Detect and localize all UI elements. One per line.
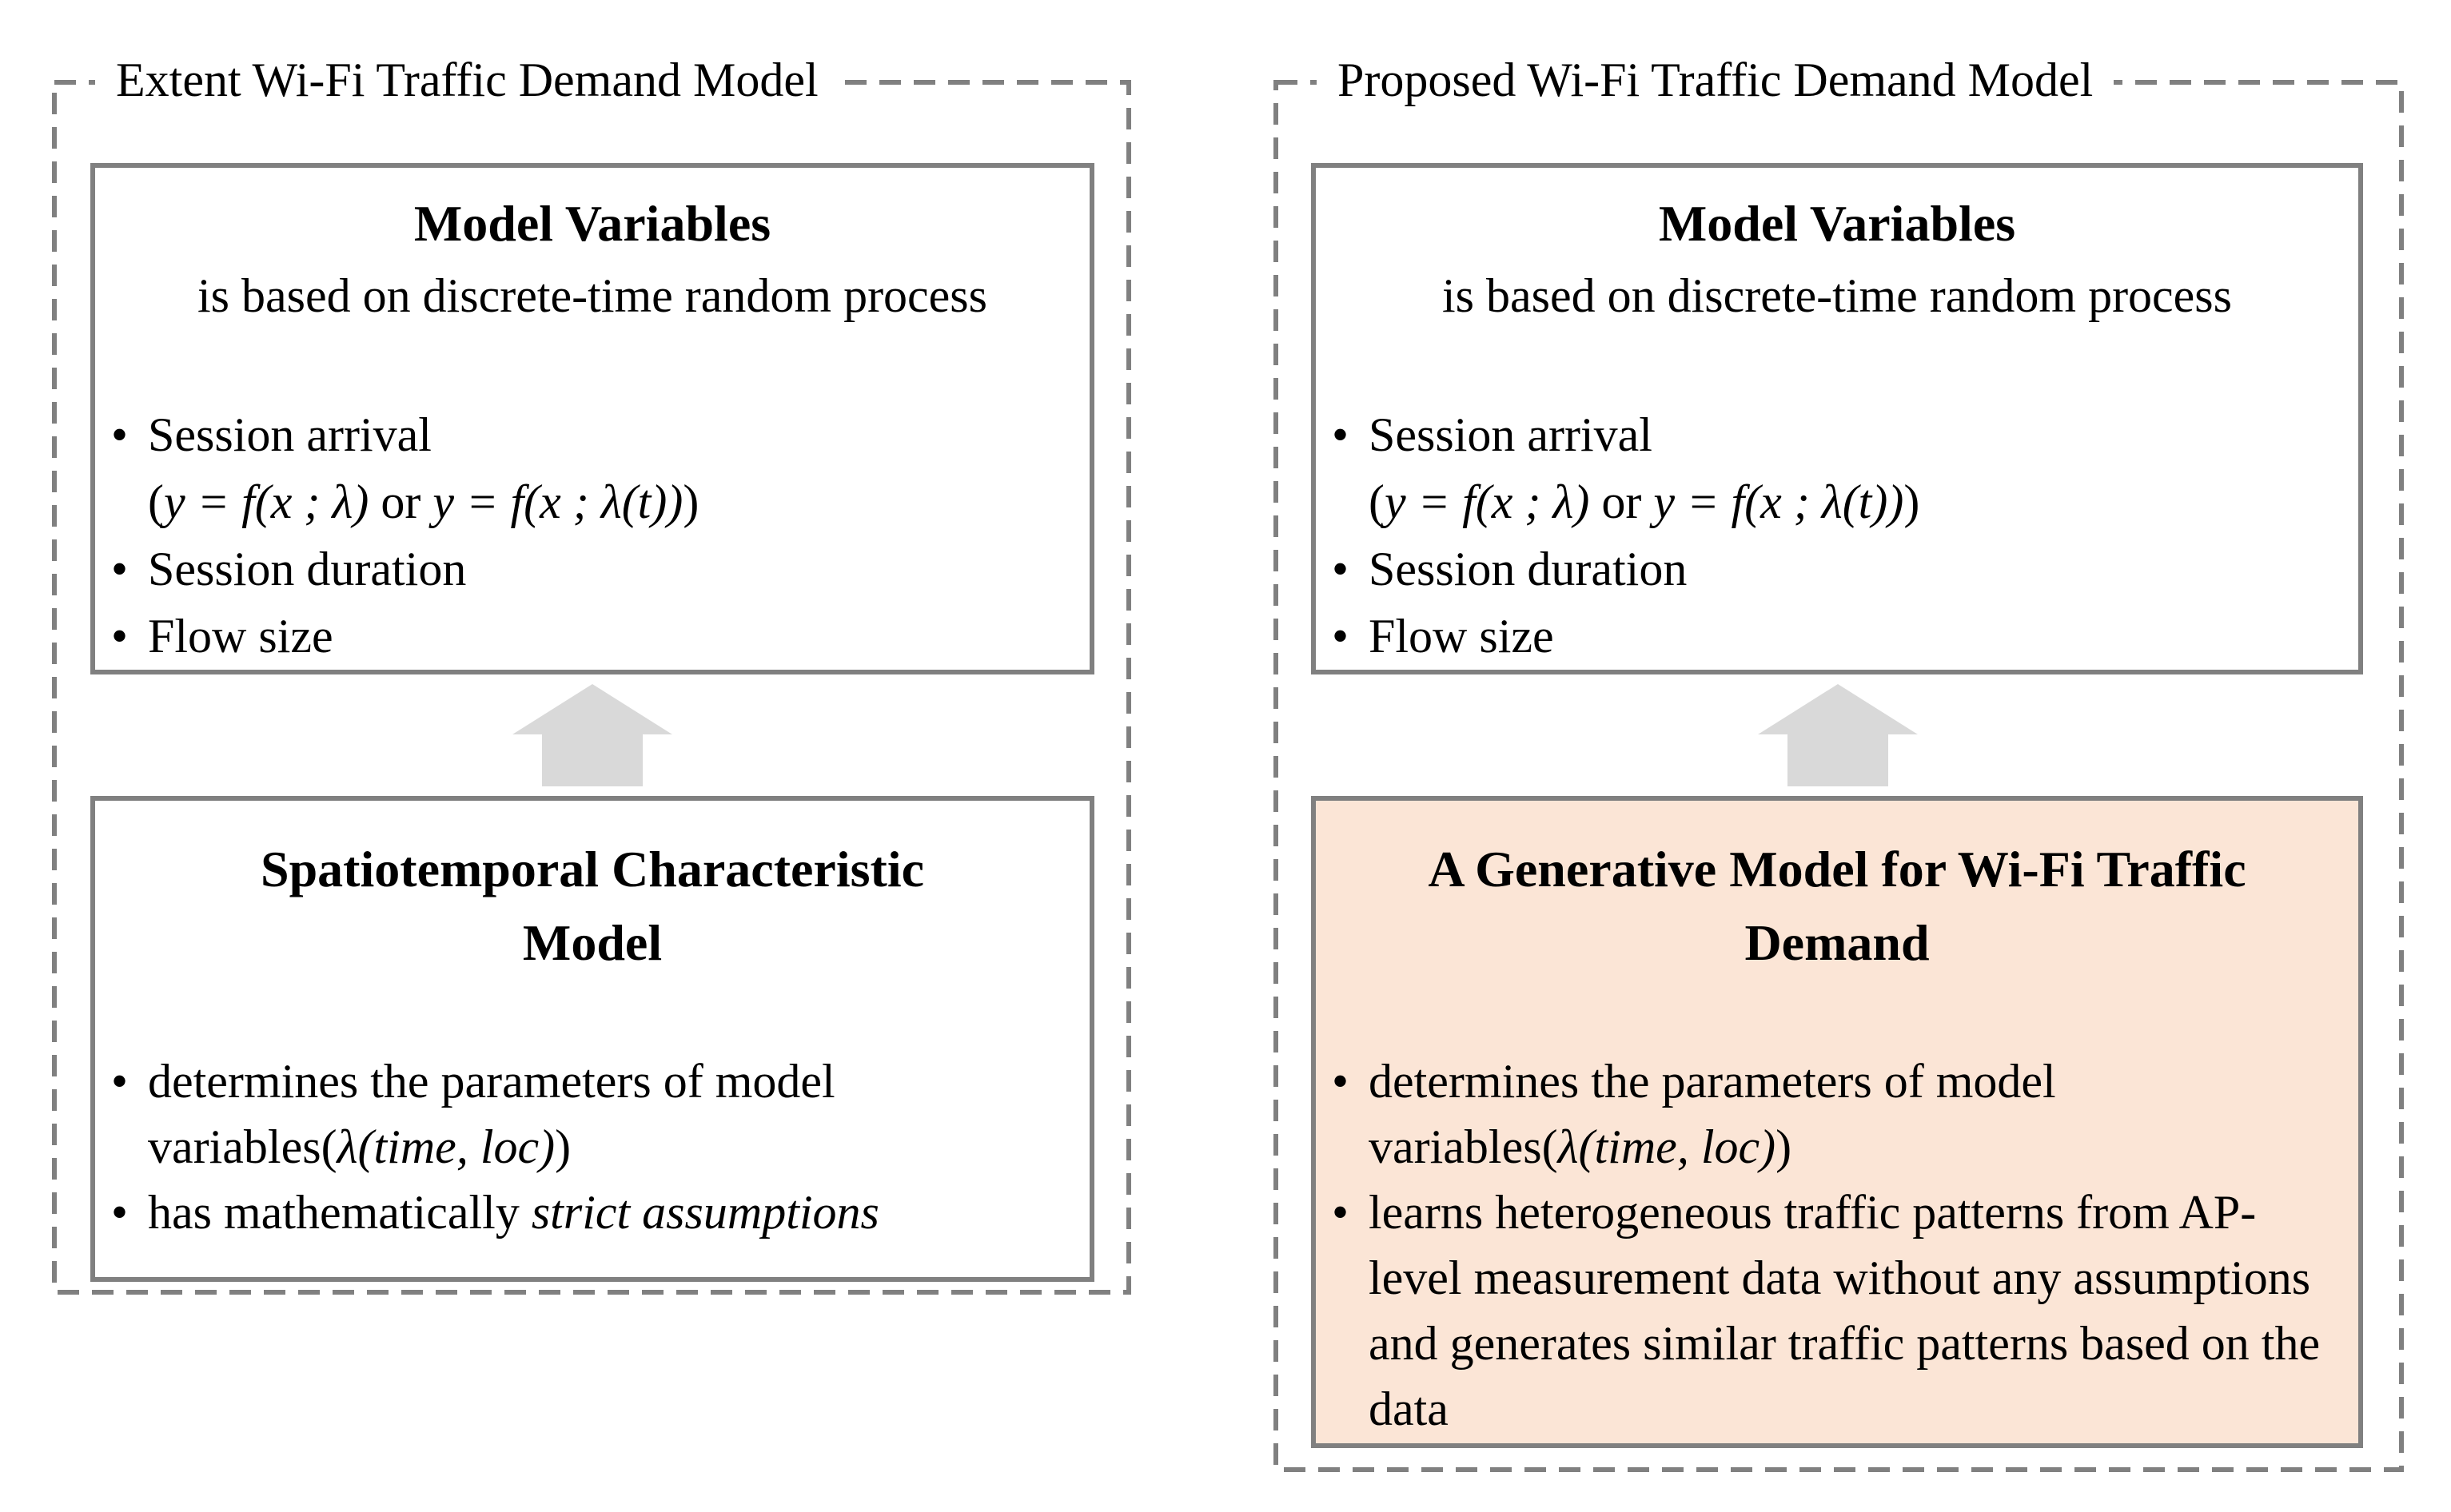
bullet-math: λ(time, loc) (1557, 1120, 1776, 1173)
bullet-label: Session arrival (1369, 408, 1652, 461)
formula-close: ) (683, 475, 699, 528)
formula-open: ( (1369, 475, 1385, 528)
bullet-item-session-arrival: • Session arrival (111, 401, 1054, 468)
panel-title-extent: Extent Wi-Fi Traffic Demand Model (95, 46, 839, 113)
formula-line: (y = f(x ; λ) or y = f(x ; λ(t))) (1332, 468, 2323, 535)
panel-title-proposed: Proposed Wi-Fi Traffic Demand Model (1317, 46, 2114, 113)
bullet-icon: • (1332, 1186, 1349, 1239)
bullet-text-suffix: ) (555, 1120, 572, 1173)
heading-line2: Model (522, 914, 663, 971)
bullet-label: Flow size (1369, 610, 1554, 662)
bullet-label: learns heterogeneous traffic patterns fr… (1369, 1186, 2321, 1435)
bullet-icon: • (1332, 610, 1349, 662)
formula-part2: y = f(x ; λ(t)) (432, 475, 683, 528)
proposed-model-panel: Proposed Wi-Fi Traffic Demand Model Mode… (1273, 46, 2404, 1472)
generative-model-box: A Generative Model for Wi-Fi Traffic Dem… (1311, 796, 2363, 1448)
bullet-icon: • (1332, 1055, 1349, 1108)
bullet-item-session-duration: • Session duration (1332, 535, 2323, 603)
bullet-text-prefix: determines the parameters of model varia… (148, 1055, 835, 1173)
heading-line2: Demand (1744, 914, 1930, 971)
box-subtitle: is based on discrete-time random process (1441, 269, 2233, 322)
bullet-icon: • (111, 610, 129, 662)
box-subtitle: is based on discrete-time random process (197, 269, 988, 322)
bullet-item-flow-size: • Flow size (111, 603, 1054, 670)
bullet-label: has mathematically strict assumptions (148, 1180, 1054, 1245)
bullet-label: Flow size (148, 610, 333, 662)
model-variables-box: Model Variables is based on discrete-tim… (1311, 163, 2363, 674)
bullet-list: • determines the parameters of model var… (1316, 1048, 2358, 1442)
bullet-item-determines-parameters: • determines the parameters of model var… (1332, 1048, 2323, 1180)
formula-part1: y = f(x ; λ) (163, 475, 369, 528)
bullet-label: Session arrival (148, 408, 432, 461)
bullet-icon: • (1332, 543, 1349, 595)
box-heading: Model Variables (1658, 195, 2016, 252)
bullet-text-prefix: determines the parameters of model varia… (1369, 1055, 2056, 1173)
bullet-item-strict-assumptions: • has mathematically strict assumptions (111, 1180, 1054, 1245)
bullet-item-flow-size: • Flow size (1332, 603, 2323, 670)
spatiotemporal-characteristic-box: Spatiotemporal Characteristic Model • de… (90, 796, 1094, 1282)
up-arrow-icon (512, 684, 672, 786)
bullet-icon: • (111, 1186, 129, 1239)
formula-part1: y = f(x ; λ) (1384, 475, 1590, 528)
bullet-label: determines the parameters of model varia… (1369, 1048, 2323, 1180)
bullet-label: Session duration (148, 543, 467, 595)
bullet-icon: • (111, 1055, 129, 1108)
formula-or: or (369, 475, 433, 528)
heading-line1: Spatiotemporal Characteristic (260, 841, 925, 897)
bullet-label: Session duration (1369, 543, 1688, 595)
box-heading: Model Variables (413, 195, 771, 252)
bullet-label: determines the parameters of model varia… (148, 1048, 1054, 1180)
model-variables-box: Model Variables is based on discrete-tim… (90, 163, 1094, 674)
formula-open: ( (148, 475, 164, 528)
up-arrow-icon (1758, 684, 1918, 786)
bullet-text-prefix: has mathematically (148, 1186, 532, 1239)
bullet-item-determines-parameters: • determines the parameters of model var… (111, 1048, 1054, 1180)
bullet-math: λ(time, loc) (337, 1120, 556, 1173)
formula-part2: y = f(x ; λ(t)) (1653, 475, 1904, 528)
formula-or: or (1589, 475, 1654, 528)
formula-line: (y = f(x ; λ) or y = f(x ; λ(t))) (111, 468, 1054, 535)
bullet-icon: • (111, 543, 129, 595)
extent-model-panel: Extent Wi-Fi Traffic Demand Model Model … (52, 46, 1131, 1295)
bullet-list: • determines the parameters of model var… (95, 1048, 1090, 1245)
heading-line1: A Generative Model for Wi-Fi Traffic (1428, 841, 2246, 897)
bullet-icon: • (111, 408, 129, 461)
formula-close: ) (1903, 475, 1920, 528)
bullet-item-session-arrival: • Session arrival (1332, 401, 2323, 468)
bullet-list: • Session arrival (y = f(x ; λ) or y = f… (95, 401, 1090, 670)
bullet-list: • Session arrival (y = f(x ; λ) or y = f… (1316, 401, 2358, 670)
bullet-text-italic: strict assumptions (531, 1186, 879, 1239)
bullet-text-suffix: ) (1775, 1120, 1792, 1173)
box-heading: Spatiotemporal Characteristic Model (95, 833, 1090, 980)
bullet-item-learns-patterns: • learns heterogeneous traffic patterns … (1332, 1180, 2323, 1442)
bullet-icon: • (1332, 408, 1349, 461)
box-heading: A Generative Model for Wi-Fi Traffic Dem… (1316, 833, 2358, 980)
bullet-item-session-duration: • Session duration (111, 535, 1054, 603)
